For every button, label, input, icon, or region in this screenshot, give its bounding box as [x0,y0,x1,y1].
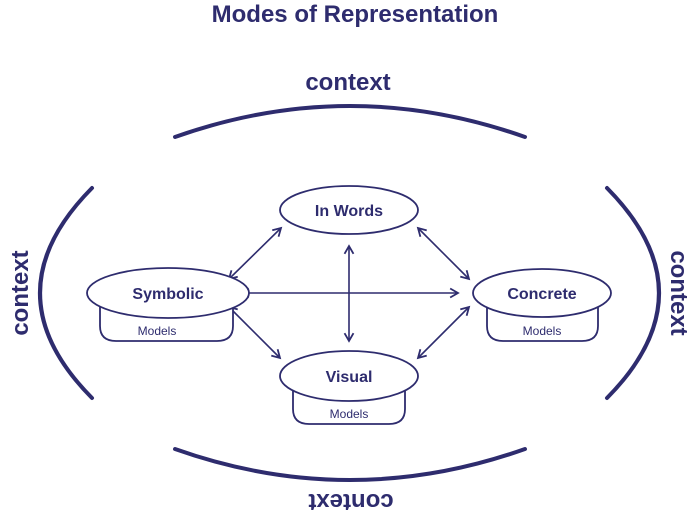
arrow-symbolic-visual [227,305,282,360]
node-concrete-ellipse [472,268,612,318]
node-concrete-models-label: Models [523,324,562,338]
node-symbolic-ellipse [86,267,250,319]
node-symbolic-models-label: Models [138,324,177,338]
node-symbolic: Symbolic Models [86,267,250,342]
node-in-words-ellipse [279,185,419,235]
diagram-title: Modes of Representation [212,1,499,28]
arrow-concrete-visual [416,305,471,360]
arrow-inwords-symbolic [227,226,283,281]
node-visual-ellipse [279,350,419,402]
node-visual-models-label: Models [330,407,369,421]
context-arc-right [605,186,661,400]
context-label-bottom: context [308,488,393,515]
context-label-left: context [7,250,34,335]
context-arc-bottom [173,447,527,482]
arrow-inwords-concrete [416,226,471,281]
context-label-right: context [665,250,692,335]
context-label-top: context [305,69,390,96]
context-arc-top [173,104,527,139]
node-symbolic-label: Symbolic [132,286,203,303]
node-visual-label: Visual [326,369,373,386]
context-arc-left [38,186,94,400]
node-in-words-label: In Words [315,203,383,220]
node-concrete-label: Concrete [507,286,576,303]
node-visual: Visual Models [279,350,419,425]
node-concrete: Concrete Models [472,268,612,342]
node-in-words: In Words [279,185,419,235]
